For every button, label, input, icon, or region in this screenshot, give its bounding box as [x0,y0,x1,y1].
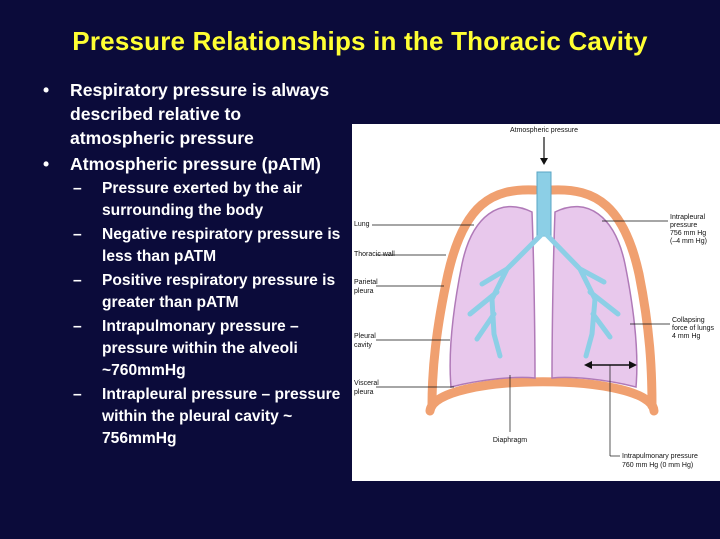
intrapulmonary-arrowhead-right [629,361,637,369]
bullet-dot: • [43,80,50,100]
label-intrapleural-2: pressure [670,222,697,229]
thoracic-wall-left [427,185,540,411]
sub-bullet-dash: – [73,272,82,289]
bullet-text: Atmospheric pressure (pATM) [70,154,321,174]
label-intrapleural-4: (–4 mm Hg) [670,238,707,245]
label-collapsing-1: Collapsing [672,317,705,324]
label-lung: Lung [354,221,370,228]
intrapulmonary-arrowhead-left [584,361,592,369]
sub-bullet-text: Intrapulmonary pressure – pressure withi… [102,318,299,379]
label-pleural-cavity-2: cavity [354,342,372,349]
label-intrapleural-3: 756 mm Hg [670,230,706,237]
bullet-text: Respiratory pressure is always described… [70,80,330,148]
sub-bullet-item: – Negative respiratory pressure is less t… [40,224,350,268]
label-atmospheric-pressure: Atmospheric pressure [510,127,578,134]
sub-bullet-dash: – [73,318,82,335]
atmospheric-arrowhead [540,158,548,165]
sub-bullet-text: Pressure exerted by the air surrounding … [102,180,303,219]
label-diaphragm: Diaphragm [493,437,527,444]
diagram-svg: Atmospheric pressure Lung Thoracic wall … [354,127,715,469]
sub-bullet-text: Negative respiratory pressure is less th… [102,226,341,265]
label-visceral-pleura-2: pleura [354,389,374,396]
sub-bullet-dash: – [73,180,82,197]
sub-bullet-item: – Pressure exerted by the air surrounding… [40,178,350,222]
label-intrapleural-1: Intrapleural [670,214,705,221]
sub-bullet-dash: – [73,226,82,243]
label-collapsing-2: force of lungs [672,325,715,332]
bullet-item: • Atmospheric pressure (pATM) [40,152,350,176]
label-parietal-pleura-2: pleura [354,288,374,295]
sub-bullet-item: – Intrapleural pressure – pressure within… [40,384,350,450]
label-thoracic-wall: Thoracic wall [354,251,395,258]
label-intrapulmonary-2: 760 mm Hg (0 mm Hg) [622,462,693,469]
label-collapsing-3: 4 mm Hg [672,333,701,340]
sub-bullet-item: – Positive respiratory pressure is greate… [40,270,350,314]
trachea-shape [536,171,552,237]
label-visceral-pleura-1: Visceral [354,380,379,387]
sub-bullet-item: – Intrapulmonary pressure – pressure with… [40,316,350,382]
sub-bullet-text: Intrapleural pressure – pressure within … [102,386,341,447]
thoracic-wall-right [547,185,657,411]
label-pleural-cavity-1: Pleural [354,333,376,340]
bullet-item: • Respiratory pressure is always describe… [40,78,350,150]
label-intrapulmonary-1: Intrapulmonary pressure [622,453,698,460]
slide-title: Pressure Relationships in the Thoracic C… [72,26,648,56]
label-parietal-pleura-1: Parietal [354,279,378,286]
bronchial-tree [467,231,621,359]
sub-bullet-dash: – [73,386,82,403]
thoracic-cavity-diagram: Atmospheric pressure Lung Thoracic wall … [352,124,720,481]
sub-bullet-text: Positive respiratory pressure is greater… [102,272,336,311]
bullet-list: • Respiratory pressure is always describe… [40,78,350,452]
diaphragm-shape [425,377,659,416]
bullet-dot: • [43,154,50,174]
